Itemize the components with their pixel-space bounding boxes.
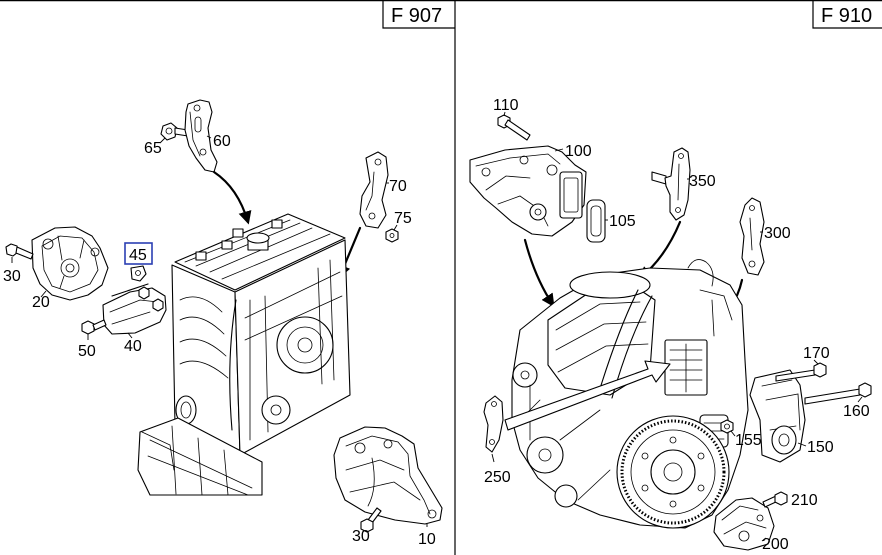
part-350-bracket: [651, 147, 691, 221]
part-100-bracket: [469, 145, 587, 237]
part-50-bolt: [81, 319, 107, 340]
callout-30-left[interactable]: 30: [3, 268, 21, 285]
callout-160[interactable]: 160: [843, 403, 870, 420]
part-30-bolt-left: [5, 243, 34, 263]
engine-assembly-right: [511, 259, 749, 529]
callout-45[interactable]: 45: [129, 247, 147, 264]
callout-60[interactable]: 60: [213, 133, 231, 150]
engine-assembly-left: [137, 213, 351, 496]
part-70-bracket: [359, 151, 389, 229]
callout-20[interactable]: 20: [32, 294, 50, 311]
part-200-engine-mount: [713, 497, 775, 551]
part-300-bracket: [739, 197, 765, 276]
left-panel: 65 60 70 75 45 30 20 50 40 30 10: [3, 99, 443, 548]
arrow-250-to-engine: [504, 360, 671, 431]
part-65-bolt: [159, 122, 189, 144]
part-170-bolt: [775, 359, 827, 382]
callout-75[interactable]: 75: [394, 210, 412, 227]
callout-65[interactable]: 65: [144, 140, 162, 157]
callout-100[interactable]: 100: [565, 143, 592, 160]
part-155-nut: [720, 419, 736, 437]
panel-code-box-left: F 907: [382, 0, 455, 29]
callout-70[interactable]: 70: [389, 178, 407, 195]
callout-45-highlight-box: [124, 242, 153, 265]
callout-155[interactable]: 155: [735, 432, 762, 449]
part-110-bolt: [497, 111, 531, 141]
part-250-bracket: [483, 395, 504, 463]
callout-150[interactable]: 150: [807, 439, 834, 456]
part-160-bolt: [804, 382, 872, 405]
callout-30-bottom[interactable]: 30: [352, 528, 370, 545]
callout-250[interactable]: 250: [484, 469, 511, 486]
callout-200[interactable]: 200: [762, 536, 789, 553]
right-panel: 110 100 350 105 300 170 160 150 155 250 …: [469, 97, 872, 553]
panel-code-box-right: F 910: [812, 0, 882, 29]
arrow-100-to-engine: [523, 238, 555, 308]
panel-code-right: F 910: [821, 5, 872, 27]
callout-50[interactable]: 50: [78, 343, 96, 360]
part-30-bolt-bottom: [360, 507, 382, 533]
part-210-bolt: [762, 491, 788, 508]
callout-350[interactable]: 350: [689, 173, 716, 190]
part-40-bracket: [102, 283, 167, 339]
part-10-engine-mount: [333, 426, 443, 527]
callout-210[interactable]: 210: [791, 492, 818, 509]
callout-40[interactable]: 40: [124, 338, 142, 355]
callout-170[interactable]: 170: [803, 345, 830, 362]
callout-110[interactable]: 110: [493, 97, 519, 114]
part-20-engine-mount: [31, 226, 109, 301]
part-45-clip: [130, 265, 147, 282]
part-150-engine-mount: [749, 369, 807, 463]
part-60-bracket: [184, 99, 218, 173]
part-105-gasket: [586, 199, 608, 243]
part-75-bolt: [385, 224, 399, 243]
panel-code-left: F 907: [391, 5, 442, 27]
callout-10[interactable]: 10: [418, 531, 436, 548]
arrow-60-to-engine: [212, 170, 252, 225]
callout-105[interactable]: 105: [609, 213, 636, 230]
callout-300[interactable]: 300: [764, 225, 791, 242]
